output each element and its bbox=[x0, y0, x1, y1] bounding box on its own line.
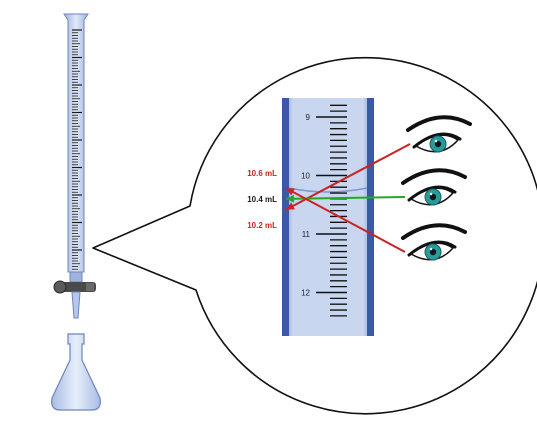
pupil bbox=[434, 140, 442, 148]
burette bbox=[53, 13, 96, 319]
eyebrow bbox=[406, 115, 472, 132]
scale-label: 12 bbox=[301, 289, 310, 298]
arrowhead bbox=[286, 188, 295, 196]
scale-graduations bbox=[316, 104, 347, 317]
eye-icon-level bbox=[401, 168, 467, 206]
arrowhead bbox=[286, 194, 295, 203]
stopcock bbox=[53, 280, 96, 294]
sight-line-low bbox=[285, 187, 406, 253]
eyebrow bbox=[401, 223, 467, 240]
burette-graduations bbox=[72, 29, 82, 270]
eye-icon-below bbox=[401, 223, 467, 261]
zoomed-burette: 9 10 11 12 bbox=[282, 98, 374, 336]
scale-label: 9 bbox=[306, 113, 311, 122]
arrowhead bbox=[286, 202, 295, 210]
meniscus bbox=[288, 187, 368, 193]
reading-label-low: 10.2 mL bbox=[247, 221, 277, 230]
reading-label-level: 10.4 mL bbox=[247, 195, 277, 204]
reading-label-high: 10.6 mL bbox=[247, 169, 277, 178]
eye-icon-above bbox=[406, 115, 472, 153]
pupil bbox=[429, 193, 437, 201]
scale-label: 10 bbox=[301, 172, 310, 181]
eyes bbox=[401, 115, 472, 261]
reading-labels: 10.6 mL 10.4 mL 10.2 mL bbox=[247, 169, 277, 230]
scale-numbers: 9 10 11 12 bbox=[301, 113, 310, 298]
erlenmeyer-flask bbox=[51, 333, 101, 411]
eyebrow bbox=[401, 168, 467, 185]
scale-label: 11 bbox=[302, 230, 311, 239]
pupil bbox=[429, 248, 437, 256]
burette-tip bbox=[71, 291, 81, 319]
sight-lines bbox=[285, 143, 411, 253]
